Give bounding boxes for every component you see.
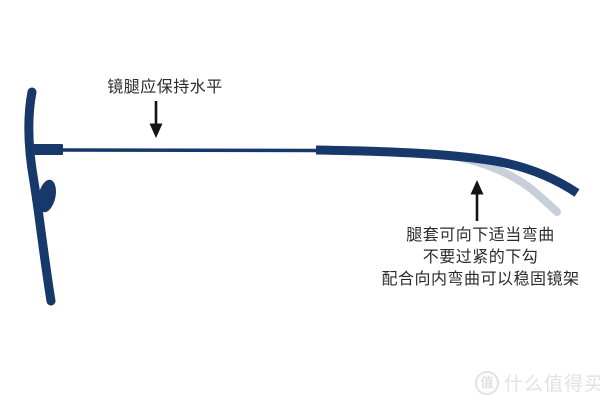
watermark-site-name: 什么值得买	[504, 374, 600, 395]
tip-instruction-line3: 配合向内弯曲可以稳固镜架	[381, 271, 580, 288]
down-arrow-icon	[149, 101, 163, 138]
tip-instruction-line2: 不要过紧的下勾	[422, 249, 539, 266]
temple-horizontal-label: 镜腿应保持水平	[107, 79, 223, 96]
tip-instruction-line1: 腿套可向下适当弯曲	[406, 227, 555, 244]
watermark: 值 什么值得买	[475, 369, 600, 396]
up-arrow-icon	[470, 180, 484, 221]
smzdm-logo-icon: 值	[475, 370, 499, 395]
temple-tip	[315, 145, 580, 197]
hinge-block	[30, 144, 63, 155]
up-arrow-head	[470, 180, 484, 195]
temple-wire	[59, 148, 319, 153]
temple-tip-instructions: 腿套可向下适当弯曲 不要过紧的下勾 配合向内弯曲可以稳固镜架	[378, 225, 583, 291]
nose-pad	[38, 179, 56, 213]
down-arrow-head	[149, 123, 163, 138]
frame-front-rim	[24, 87, 56, 306]
